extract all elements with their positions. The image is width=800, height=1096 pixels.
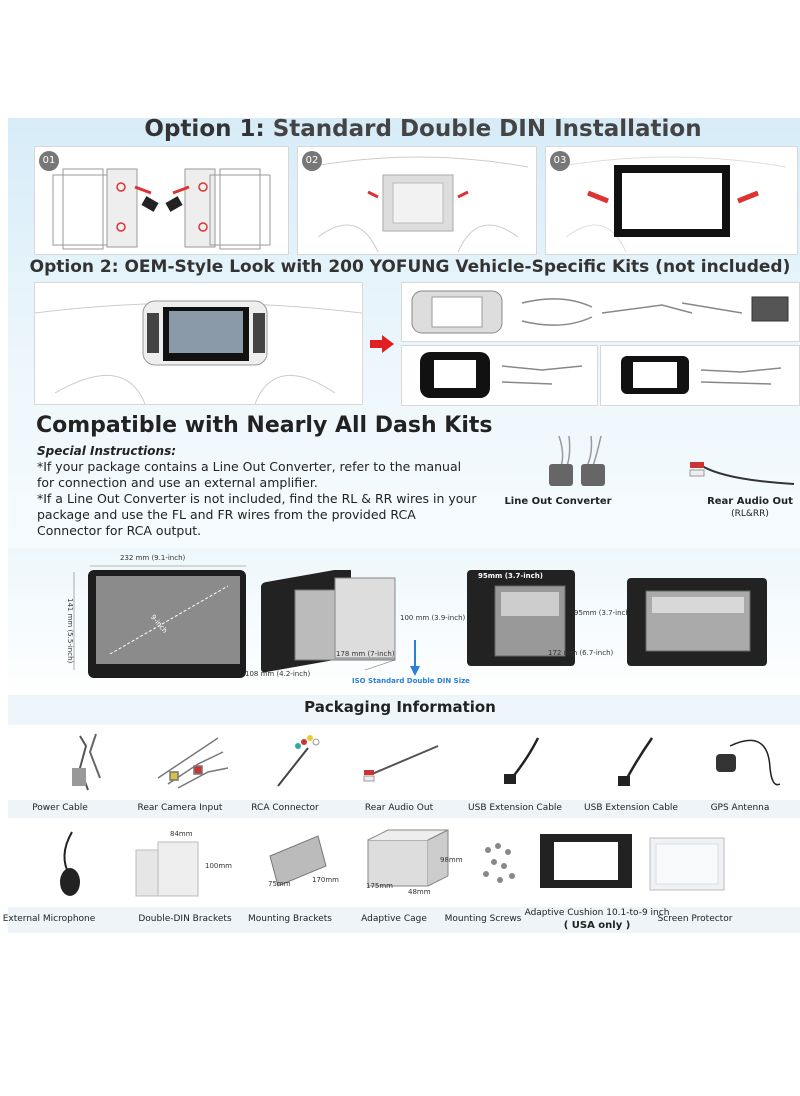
pk-label: USB Extension Cable (468, 803, 562, 813)
pk-label: External Microphone (2, 914, 96, 924)
step-number: 02 (302, 151, 322, 171)
pk-label: GPS Antenna (710, 803, 770, 813)
step-01-illustration (52, 168, 271, 250)
packaging-row2-labels: External Microphone Double-DIN Brackets … (3, 907, 800, 933)
screen-back-image (467, 570, 575, 666)
option2-title-rest: OEM-Style Look with 200 YOFUNG Vehicle-S… (118, 257, 791, 277)
pk-label: Adaptive Cage (361, 914, 427, 924)
pk-label: Adaptive Cushion 10.1-to-9 inch (524, 908, 670, 918)
step-03-panel: 03 (545, 146, 798, 255)
screen-protector-icon (649, 837, 725, 891)
kit-parts-illustration (411, 290, 789, 334)
dim-width: 232 mm (9.1-inch) (120, 554, 186, 562)
usb-extension-cable-icon-2 (618, 737, 654, 786)
kit-frame-illustration (420, 352, 583, 398)
dim-back-height: 95mm (3.7-inch) (574, 609, 633, 617)
option1-title: Option 1: Standard Double DIN Installati… (0, 116, 800, 142)
rear-audio-image (689, 462, 795, 485)
step-number: 03 (550, 151, 570, 171)
instruction-2: *If a Line Out Converter is not included… (37, 491, 477, 538)
step-02-panel: 02 (297, 146, 537, 255)
packaging-row2-images (60, 829, 725, 897)
mount-dim-1: 75mm (268, 880, 291, 888)
pk-label: Rear Audio Out (364, 803, 434, 813)
dim-height: 141 mm (5.5-inch) (66, 598, 74, 664)
step-number: 01 (39, 151, 59, 171)
rear-audio-out-icon (363, 745, 439, 782)
arrow-down-icon (410, 640, 420, 676)
pk-label: USB Extension Cable (584, 803, 678, 813)
kit-parts-panel (401, 282, 800, 342)
packaging-title: Packaging Information (304, 698, 496, 716)
dim-cage-depth: 178 mm (7-inch) (336, 650, 395, 658)
double-din-brackets-icon (135, 841, 199, 897)
gps-antenna-icon (716, 739, 781, 786)
iso-label: ISO Standard Double DIN Size (352, 677, 470, 685)
packaging-band (8, 695, 800, 725)
pk-label: Mounting Screws (444, 914, 522, 924)
option2-title: Option 2: OEM-Style Look with 200 YOFUNG… (0, 257, 800, 277)
kit-frame-panel-2 (600, 345, 800, 406)
mounting-brackets-icon (269, 835, 327, 887)
screen-rear-image (627, 578, 767, 666)
rear-audio-sub: (RL&RR) (731, 509, 769, 519)
screen-front-image (73, 565, 246, 678)
oem-dash-illustration (34, 300, 363, 405)
adaptive-cage-icon (367, 829, 449, 887)
step-02-illustration (307, 156, 529, 253)
cage-dim-3: 48mm (408, 888, 431, 896)
kit-frame-illustration-2 (621, 356, 782, 394)
mount-dim-2: 170mm (312, 876, 339, 884)
pk-label: Double-DIN Brackets (138, 914, 232, 924)
oem-dash-panel (34, 282, 363, 405)
dim-cage-height: 100 mm (3.9-inch) (400, 614, 466, 622)
pk-label: Mounting Brackets (248, 914, 332, 924)
usa-only-label: ( USA only ) (563, 920, 631, 931)
arrow-right-icon (370, 335, 394, 353)
line-out-label: Line Out Converter (504, 496, 612, 507)
external-microphone-icon (60, 831, 80, 896)
pk-label: Power Cable (32, 803, 88, 813)
brackets-dim-2: 100mm (205, 862, 232, 870)
pk-label: Rear Camera Input (137, 803, 223, 813)
pk-label: RCA Connector (251, 803, 319, 813)
screen-cage-image (261, 570, 396, 673)
kit-frame-panel (401, 345, 598, 406)
dim-back-width: 95mm (3.7-inch) (478, 572, 543, 580)
dim-cage-width: 108 mm (4.2-inch) (245, 670, 311, 678)
step-01-panel: 01 (34, 146, 289, 255)
option1-title-prefix: Option 1: (144, 116, 265, 142)
option1-title-rest: Standard Double DIN Installation (264, 116, 702, 142)
packaging-row1-images (72, 733, 781, 791)
brackets-dim-1: 84mm (170, 830, 193, 838)
instructions-heading: Special Instructions: (37, 444, 177, 458)
power-cable-icon (72, 733, 101, 791)
compat-title: Compatible with Nearly All Dash Kits (36, 413, 493, 438)
usb-extension-cable-icon (504, 737, 540, 784)
adaptive-cushion-icon (540, 834, 632, 888)
rear-audio-label: Rear Audio Out (707, 496, 793, 507)
rca-connector-icon (277, 735, 320, 787)
instructions: *If your package contains a Line Out Con… (37, 459, 477, 539)
line-out-converter-image (549, 436, 605, 486)
instruction-1: *If your package contains a Line Out Con… (37, 459, 462, 490)
cage-dim-2: 175mm (366, 882, 393, 890)
rear-camera-input-icon (157, 737, 229, 789)
dim-back-depth: 172 mm (6.7-inch) (548, 649, 614, 657)
packaging-row1-labels: Power Cable Rear Camera Input RCA Connec… (8, 800, 800, 818)
option2-title-prefix: Option 2: (29, 257, 119, 277)
mounting-screws-icon (483, 843, 515, 883)
pk-label: Screen Protector (657, 914, 733, 924)
cage-dim-1: 98mm (440, 856, 463, 864)
step-03-illustration (555, 156, 787, 253)
